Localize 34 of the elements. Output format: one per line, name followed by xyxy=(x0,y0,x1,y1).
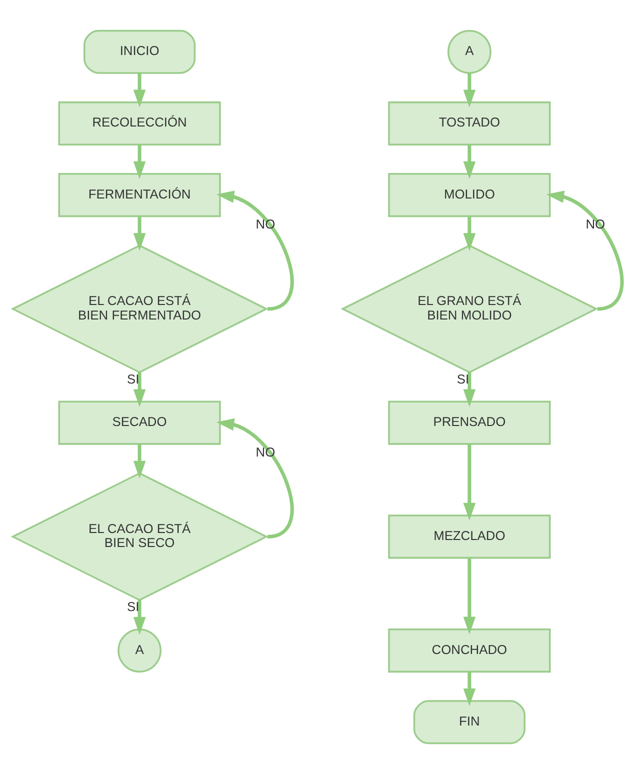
arrow xyxy=(463,216,476,250)
node-box: INICIO xyxy=(83,29,196,74)
node-box: CONCHADO xyxy=(388,628,551,672)
arrow xyxy=(133,72,146,107)
node-box: MEZCLADO xyxy=(388,514,551,558)
arrow xyxy=(133,372,146,406)
node-box: SECADO xyxy=(58,400,221,444)
node-circle: A xyxy=(118,628,162,672)
node-box: MOLIDO xyxy=(388,172,551,217)
node-box: FIN xyxy=(413,700,526,744)
edge-label: SI xyxy=(126,370,140,386)
edge-label: SI xyxy=(126,598,140,614)
node-diamond: EL CACAO ESTÁ BIEN FERMENTADO xyxy=(10,244,268,373)
arrow xyxy=(463,444,476,520)
node-box: RECOLECCIÓN xyxy=(58,100,221,145)
arrow xyxy=(133,144,146,178)
edge-label: SI xyxy=(456,370,470,386)
arrow xyxy=(133,600,146,634)
arrow xyxy=(463,671,476,706)
arrow xyxy=(133,444,146,478)
node-box: PRENSADO xyxy=(388,400,551,444)
arrow xyxy=(216,418,294,538)
arrow xyxy=(216,190,294,310)
node-diamond: EL CACAO ESTÁ BIEN SECO xyxy=(10,472,268,601)
node-box: TOSTADO xyxy=(388,100,551,145)
arrow xyxy=(133,216,146,250)
arrow xyxy=(463,558,476,634)
node-diamond: EL GRANO ESTÁ BIEN MOLIDO xyxy=(340,244,598,373)
arrow xyxy=(463,144,476,178)
arrow xyxy=(546,190,624,310)
arrow xyxy=(463,72,476,107)
arrow xyxy=(463,372,476,406)
node-box: FERMENTACIÓN xyxy=(58,172,221,217)
node-circle: A xyxy=(447,29,492,74)
